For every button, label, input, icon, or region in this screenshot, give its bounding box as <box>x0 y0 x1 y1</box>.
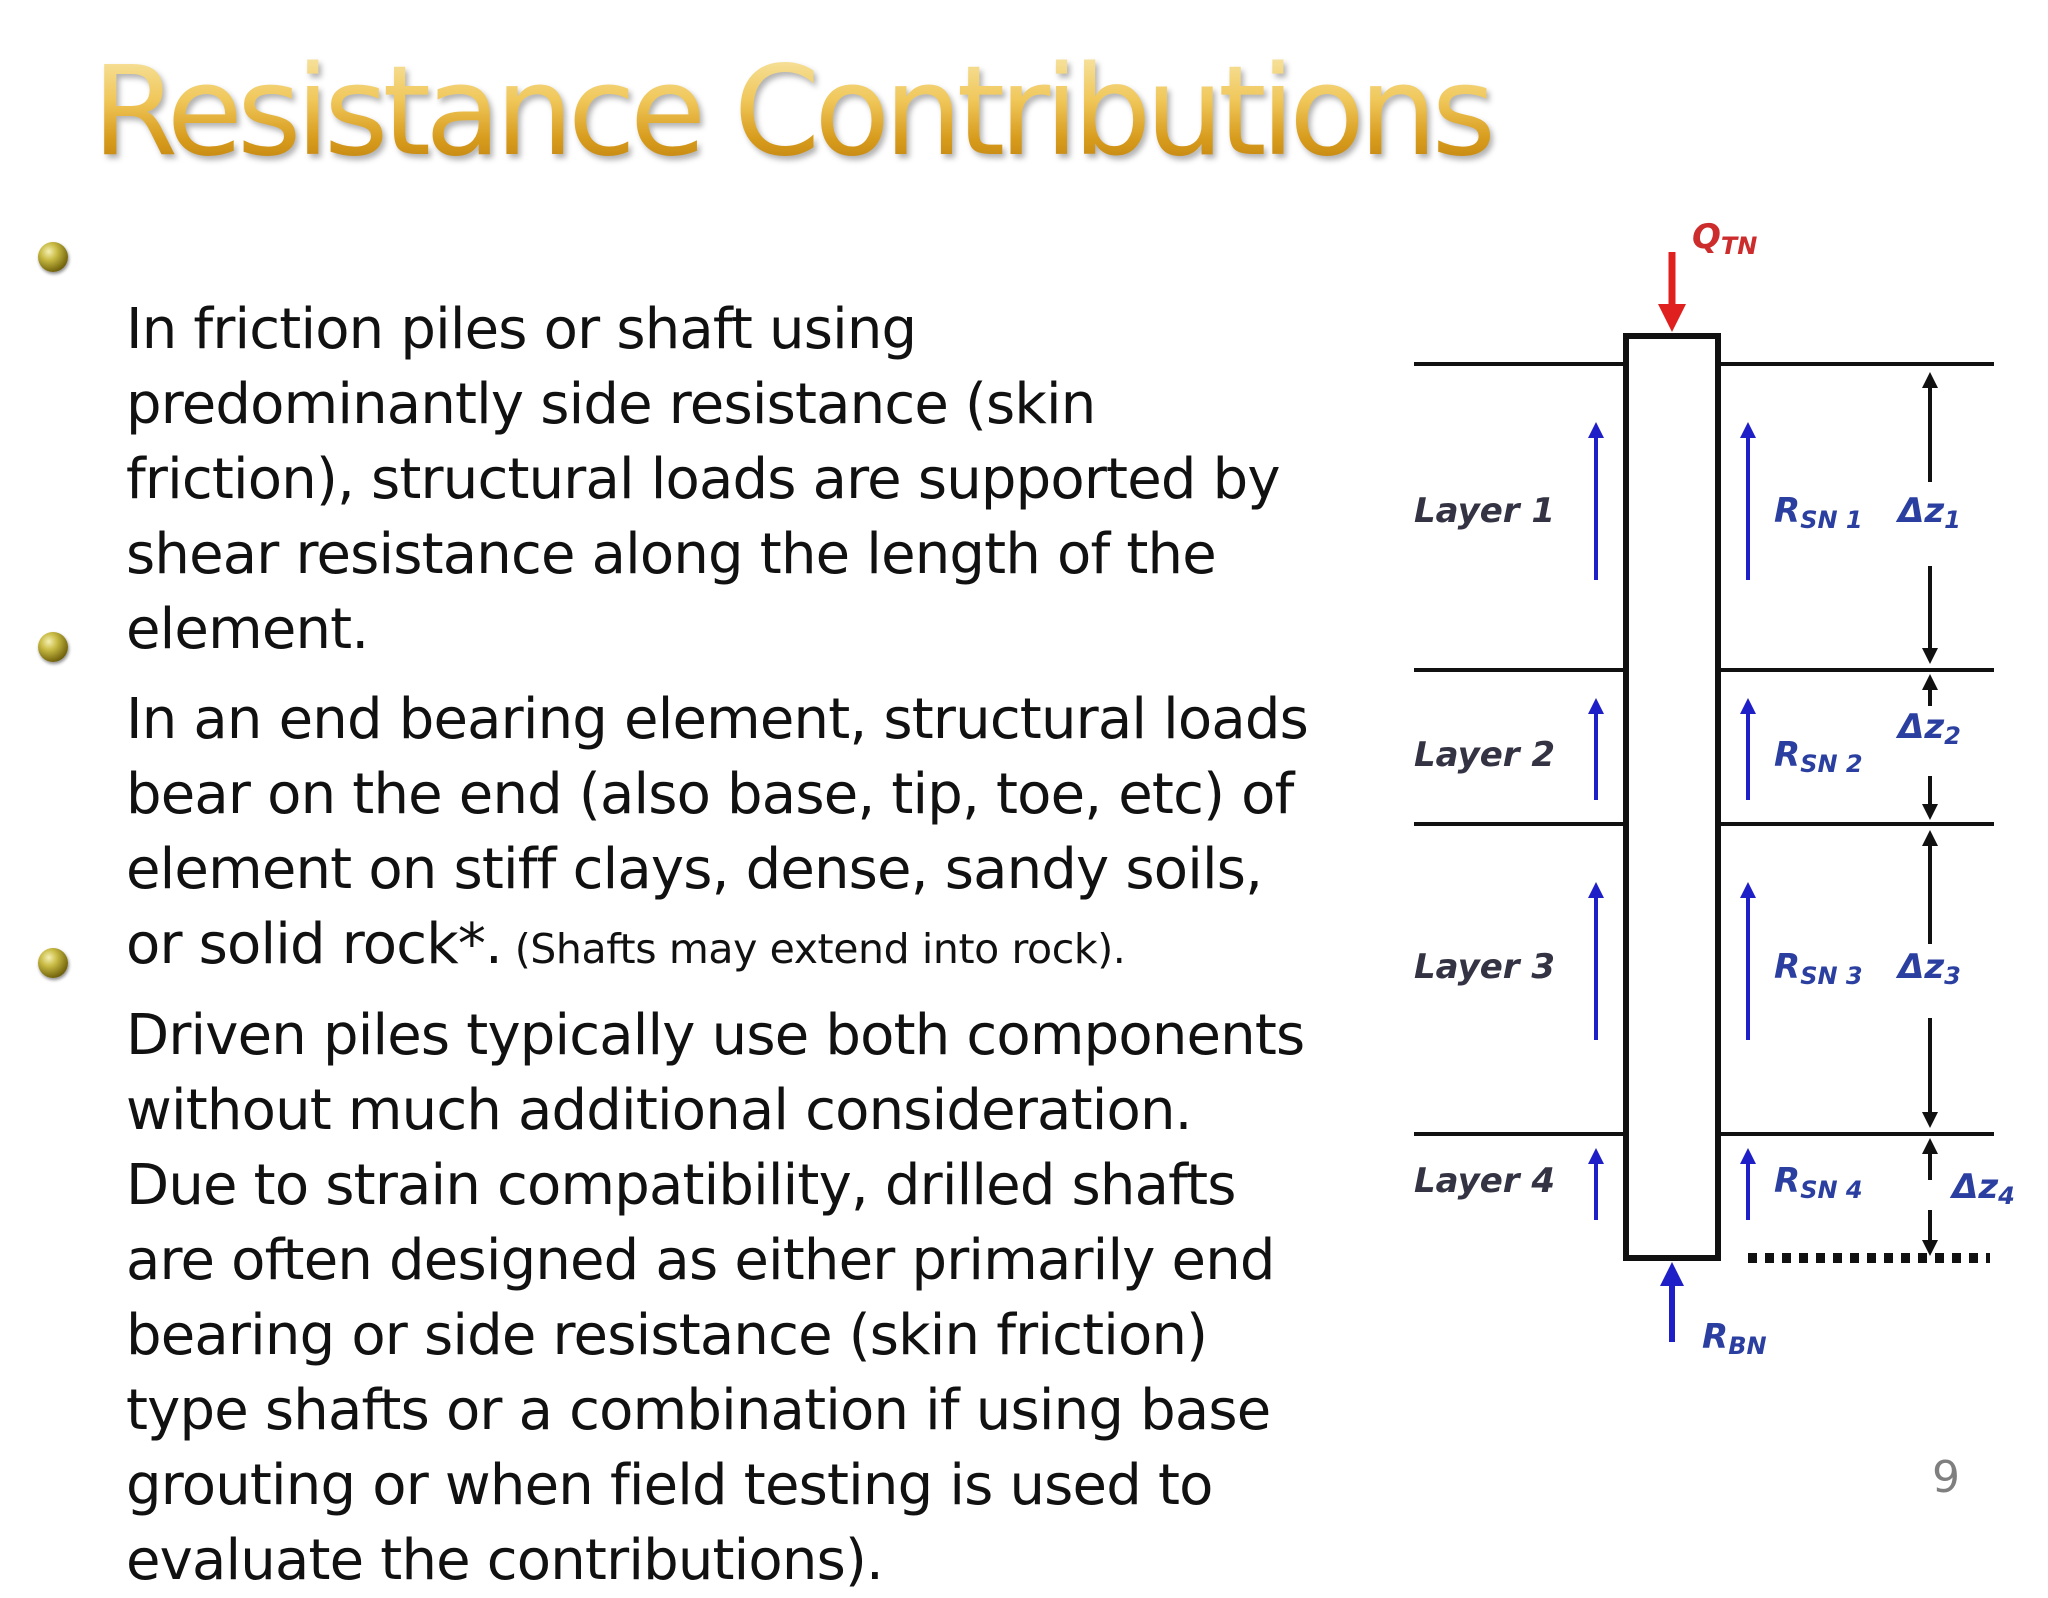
bullet-driven-piles: Driven piles typically use both componen… <box>126 923 1366 1598</box>
bullet-text: Driven piles typically use both componen… <box>126 1003 1305 1593</box>
layer-3: Layer 3 RSN 3 Δz3 <box>1414 830 1961 1128</box>
side-resistance-label: RSN 4 <box>1774 1161 1863 1204</box>
layer-4: Layer 4 RSN 4 Δz4 <box>1414 1138 2015 1256</box>
top-load-label: QTN <box>1692 217 1757 260</box>
side-resistance-label: RSN 1 <box>1774 491 1863 534</box>
layer-2: Layer 2 RSN 2 Δz2 <box>1414 674 1961 820</box>
side-resistance-label: RSN 3 <box>1774 947 1863 990</box>
bullet-note: (Shafts may extend into rock). <box>502 925 1126 973</box>
bullet-text: In an end bearing element, structural lo… <box>126 687 1309 977</box>
bullet-icon <box>38 242 68 272</box>
page-number: 9 <box>1932 1452 1960 1503</box>
slide-title: Resistance Contributions <box>92 40 1496 184</box>
layer-label: Layer 2 <box>1414 735 1555 775</box>
layer-label: Layer 1 <box>1414 491 1555 531</box>
bullet-end-bearing: In an end bearing element, structural lo… <box>126 607 1366 987</box>
layer-boundaries <box>1414 362 1994 1136</box>
layer-label: Layer 4 <box>1414 1161 1555 1201</box>
layer-label: Layer 3 <box>1414 947 1555 987</box>
bullet-icon <box>38 948 68 978</box>
thickness-label: Δz1 <box>1895 491 1961 534</box>
thickness-label: Δz2 <box>1895 707 1961 750</box>
base-resistance-label: RBN <box>1702 1317 1767 1360</box>
bullet-list: In friction piles or shaft using predomi… <box>38 242 1309 1593</box>
pile-shaft <box>1623 333 1721 1261</box>
pile-resistance-diagram: QTN RBN Layer 1 RSN 1 Δz1 Layer 2 RSN 2 … <box>1414 217 2015 1360</box>
bullet-friction-piles: In friction piles or shaft using predomi… <box>126 217 1366 667</box>
bullet-icon <box>38 632 68 662</box>
layer-1: Layer 1 RSN 1 Δz1 <box>1414 372 1961 664</box>
bullet-text: In friction piles or shaft using predomi… <box>126 297 1281 662</box>
thickness-label: Δz4 <box>1949 1167 2015 1210</box>
side-resistance-label: RSN 2 <box>1774 735 1863 778</box>
thickness-label: Δz3 <box>1895 947 1961 990</box>
